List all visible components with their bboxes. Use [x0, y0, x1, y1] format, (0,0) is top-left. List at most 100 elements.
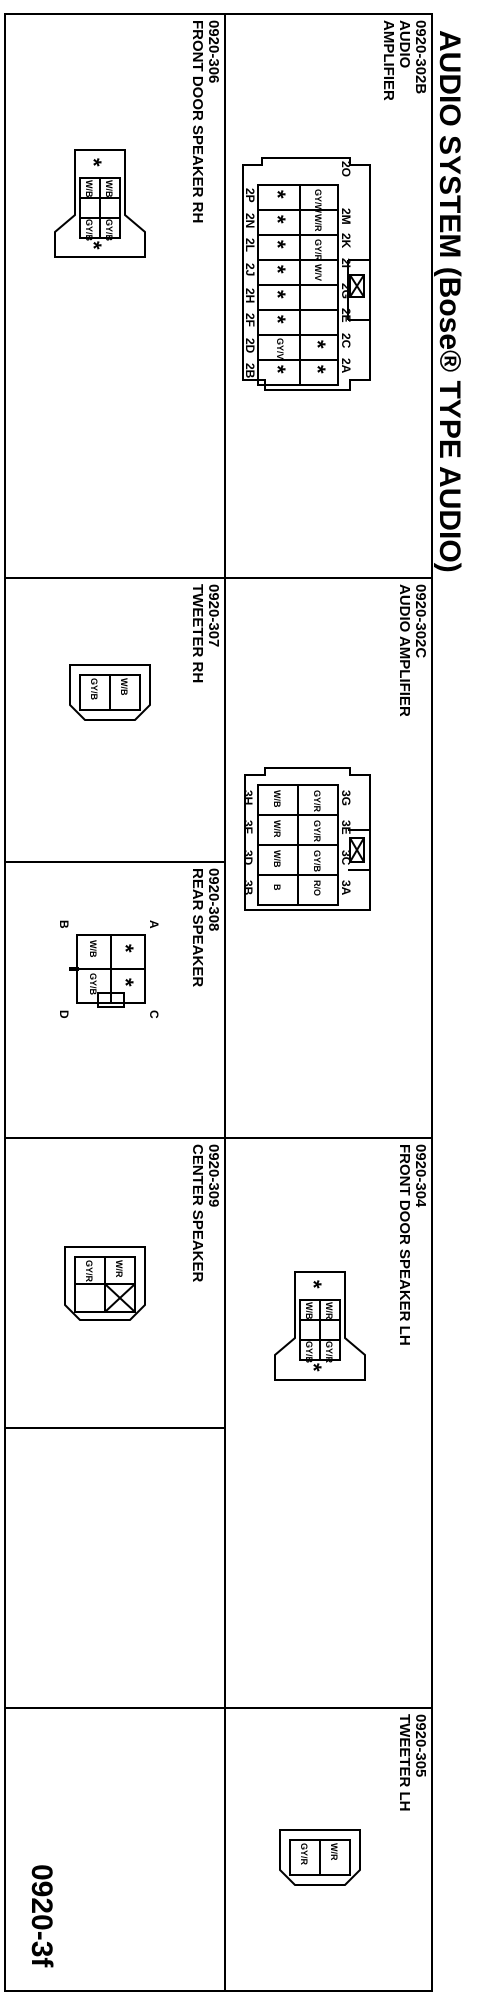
- wire-color-cell: W/B: [272, 850, 282, 868]
- connector-302c: 0920-302C AUDIO AMPLIFIER 3G 3E 3C 3A 3H…: [241, 584, 429, 911]
- pin-label: A: [147, 920, 161, 929]
- connector-code: 0920-307: [205, 584, 222, 647]
- pin-label: 2G: [339, 283, 353, 299]
- asterisk-cell: *: [113, 978, 138, 987]
- pin-label: 3E: [339, 820, 353, 835]
- wire-color-cell: GY/R: [299, 1843, 309, 1866]
- wire-color-cell: W/B: [104, 180, 114, 198]
- wire-color-cell: GY/B: [84, 219, 94, 242]
- asterisk-cell: *: [305, 365, 330, 374]
- frame: [4, 13, 433, 1992]
- asterisk-cell: *: [265, 240, 290, 249]
- connector-302b: 0920-302B AUDIO AMPLIFIER 2O 2M: [242, 20, 429, 391]
- pin-label: 2O: [339, 161, 353, 177]
- pin-label: 2J: [243, 263, 257, 276]
- wire-color-cell: W/R: [329, 1843, 339, 1861]
- wire-color-cell: GY/R: [84, 1260, 94, 1283]
- connector-309: 0920-309 CENTER SPEAKER W/R GY/R: [64, 1144, 222, 1321]
- connector-code: 0920-304: [412, 1144, 429, 1208]
- asterisk-cell: *: [265, 315, 290, 324]
- pin-label: D: [57, 1010, 71, 1019]
- connector-305: 0920-305 TWEETER LH W/R GY/R: [279, 1714, 429, 1886]
- wire-color-cell: W/V: [313, 264, 323, 281]
- wire-color-cell: W/R: [313, 214, 323, 232]
- pin-label: 2E: [339, 308, 353, 323]
- pin-label: 3A: [339, 880, 353, 896]
- asterisk-cell: *: [265, 190, 290, 199]
- wire-color-cell: R/O: [312, 880, 322, 896]
- pin-label: 2L: [243, 238, 257, 252]
- pin-label: 2M: [339, 208, 353, 225]
- connector-name: AUDIO: [396, 20, 413, 69]
- pin-label: 2H: [243, 288, 257, 303]
- connector-code: 0920-308: [205, 868, 222, 931]
- connector-name: FRONT DOOR SPEAKER RH: [189, 20, 206, 223]
- connector-name: AUDIO AMPLIFIER: [396, 584, 413, 717]
- wire-color-cell: GY/R: [313, 239, 323, 262]
- pin-label: B: [57, 920, 71, 929]
- connector-code: 0920-306: [205, 20, 222, 83]
- pin-label: 2A: [339, 358, 353, 374]
- wire-color-cell: W/R: [114, 1260, 124, 1278]
- wire-color-cell: GY/V: [275, 338, 285, 360]
- wire-color-cell: W/B: [88, 940, 98, 958]
- wire-color-cell: GY/B: [312, 850, 322, 873]
- pin-label: C: [147, 1010, 161, 1019]
- asterisk-cell: *: [265, 290, 290, 299]
- asterisk-label: *: [301, 1363, 326, 1372]
- pin-label: 3H: [241, 790, 255, 805]
- wire-color-cell: GY/B: [304, 1341, 314, 1364]
- wire-color-cell: W/R: [324, 1302, 334, 1320]
- wire-color-cell: B: [272, 884, 282, 891]
- wire-color-cell: GY/B: [88, 973, 98, 996]
- asterisk-label: *: [301, 1280, 326, 1289]
- wire-color-cell: W/B: [84, 180, 94, 198]
- asterisk-cell: *: [265, 215, 290, 224]
- connector-name: AMPLIFIER: [380, 20, 397, 101]
- connector-name: TWEETER LH: [396, 1714, 413, 1812]
- page-id: 0920-3f: [25, 1864, 58, 1968]
- wire-color-cell: W/B: [119, 678, 129, 696]
- asterisk-cell: *: [113, 944, 138, 953]
- wire-color-cell: GY/R: [312, 790, 322, 813]
- pin-label: 2C: [339, 333, 353, 349]
- connector-code: 0920-309: [205, 1144, 222, 1207]
- asterisk-cell: *: [265, 365, 290, 374]
- wire-color-cell: GY/B: [104, 219, 114, 242]
- wire-color-cell: W/R: [272, 820, 282, 838]
- pin-label: 2F: [243, 313, 257, 327]
- connector-code: 0920-302B: [412, 20, 429, 94]
- asterisk-label: *: [81, 241, 106, 250]
- wire-color-cell: W/B: [272, 790, 282, 808]
- pin-label: 3C: [339, 850, 353, 866]
- connector-name: FRONT DOOR SPEAKER LH: [396, 1144, 413, 1346]
- connector-308: 0920-308 REAR SPEAKER A C B D * * W/B GY…: [57, 868, 222, 1019]
- wire-color-cell: GY/R: [312, 820, 322, 843]
- pin-label: 2K: [339, 233, 353, 249]
- connector-name: TWEETER RH: [189, 584, 206, 683]
- asterisk-label: *: [81, 158, 106, 167]
- wire-color-cell: W/B: [304, 1302, 314, 1320]
- wire-color-cell: GY/R: [324, 1341, 334, 1364]
- connector-304: 0920-304 FRONT DOOR SPEAKER LH * * W/R W…: [274, 1144, 429, 1381]
- connector-306: 0920-306 FRONT DOOR SPEAKER RH * * W/B W…: [54, 20, 222, 258]
- pin-label: 2I: [339, 258, 353, 268]
- pin-label: 2B: [243, 363, 257, 379]
- pin-label: 3F: [241, 820, 255, 834]
- connector-code: 0920-305: [412, 1714, 429, 1777]
- pin-label: 2D: [243, 338, 257, 354]
- wire-color-cell: GY/B: [89, 678, 99, 701]
- connector-307: 0920-307 TWEETER RH W/B GY/B: [69, 584, 222, 721]
- pin-label: 3G: [339, 790, 353, 806]
- pin-label: 3B: [241, 880, 255, 896]
- wire-color-cell: GY/W: [313, 189, 323, 214]
- page-title: AUDIO SYSTEM (Bose® TYPE AUDIO): [433, 30, 466, 573]
- connector-code: 0920-302C: [412, 584, 429, 658]
- connector-name: CENTER SPEAKER: [189, 1144, 206, 1283]
- pin-label: 3D: [241, 850, 255, 866]
- asterisk-cell: *: [305, 340, 330, 349]
- pin-label: 2N: [243, 213, 257, 228]
- pin-label: 2P: [243, 188, 257, 203]
